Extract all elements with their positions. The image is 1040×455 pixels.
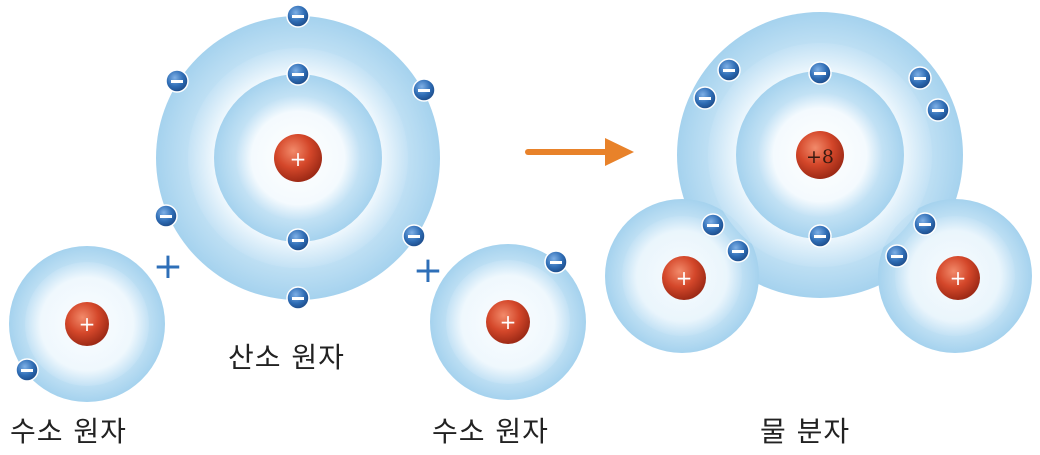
nucleus-icon: + [486, 300, 530, 344]
hydrogen-atom-left-label: 수소 원자 [10, 415, 127, 448]
electron-icon [885, 244, 909, 268]
electron-icon [286, 228, 310, 252]
electron-icon [15, 358, 39, 382]
electron-icon [165, 69, 189, 93]
electron-icon [726, 239, 750, 263]
electron-icon [926, 98, 950, 122]
oxygen-atom: + [154, 4, 440, 310]
electron-icon [286, 4, 310, 28]
nucleus-charge: + [676, 266, 693, 290]
electron-icon [808, 224, 832, 248]
electron-icon [286, 62, 310, 86]
electron-icon [717, 58, 741, 82]
nucleus-icon: + [65, 302, 109, 346]
electron-icon [693, 86, 717, 110]
plus-sign-left: + [153, 246, 183, 287]
nucleus-charge: + [290, 147, 307, 171]
nucleus-icon: + [662, 256, 706, 300]
nucleus-icon: +8 [796, 131, 844, 179]
arrow-right-icon [525, 138, 634, 166]
hydrogen-atom-left: + [9, 246, 165, 402]
electron-icon [154, 204, 178, 228]
electron-icon [701, 213, 725, 237]
electron-icon [908, 66, 932, 90]
oxygen-atom-label: 산소 원자 [228, 341, 345, 374]
nucleus-icon: + [936, 256, 980, 300]
nucleus-icon: + [274, 134, 322, 182]
electron-icon [402, 224, 426, 248]
water-molecule-label: 물 분자 [760, 415, 851, 448]
hydrogen-atom-right: + [430, 244, 586, 400]
oxygen-nucleus-charge: +8 [806, 146, 834, 168]
nucleus-charge: + [79, 312, 96, 336]
plus-sign-right: + [413, 250, 443, 291]
hydrogen-atom-right-label: 수소 원자 [432, 415, 549, 448]
electron-icon [412, 78, 436, 102]
electron-icon [286, 286, 310, 310]
nucleus-charge: + [950, 266, 967, 290]
electron-icon [808, 61, 832, 85]
electron-icon [913, 212, 937, 236]
electron-icon [544, 250, 568, 274]
nucleus-charge: + [500, 310, 517, 334]
water-molecule: +8 + + [605, 12, 1032, 353]
